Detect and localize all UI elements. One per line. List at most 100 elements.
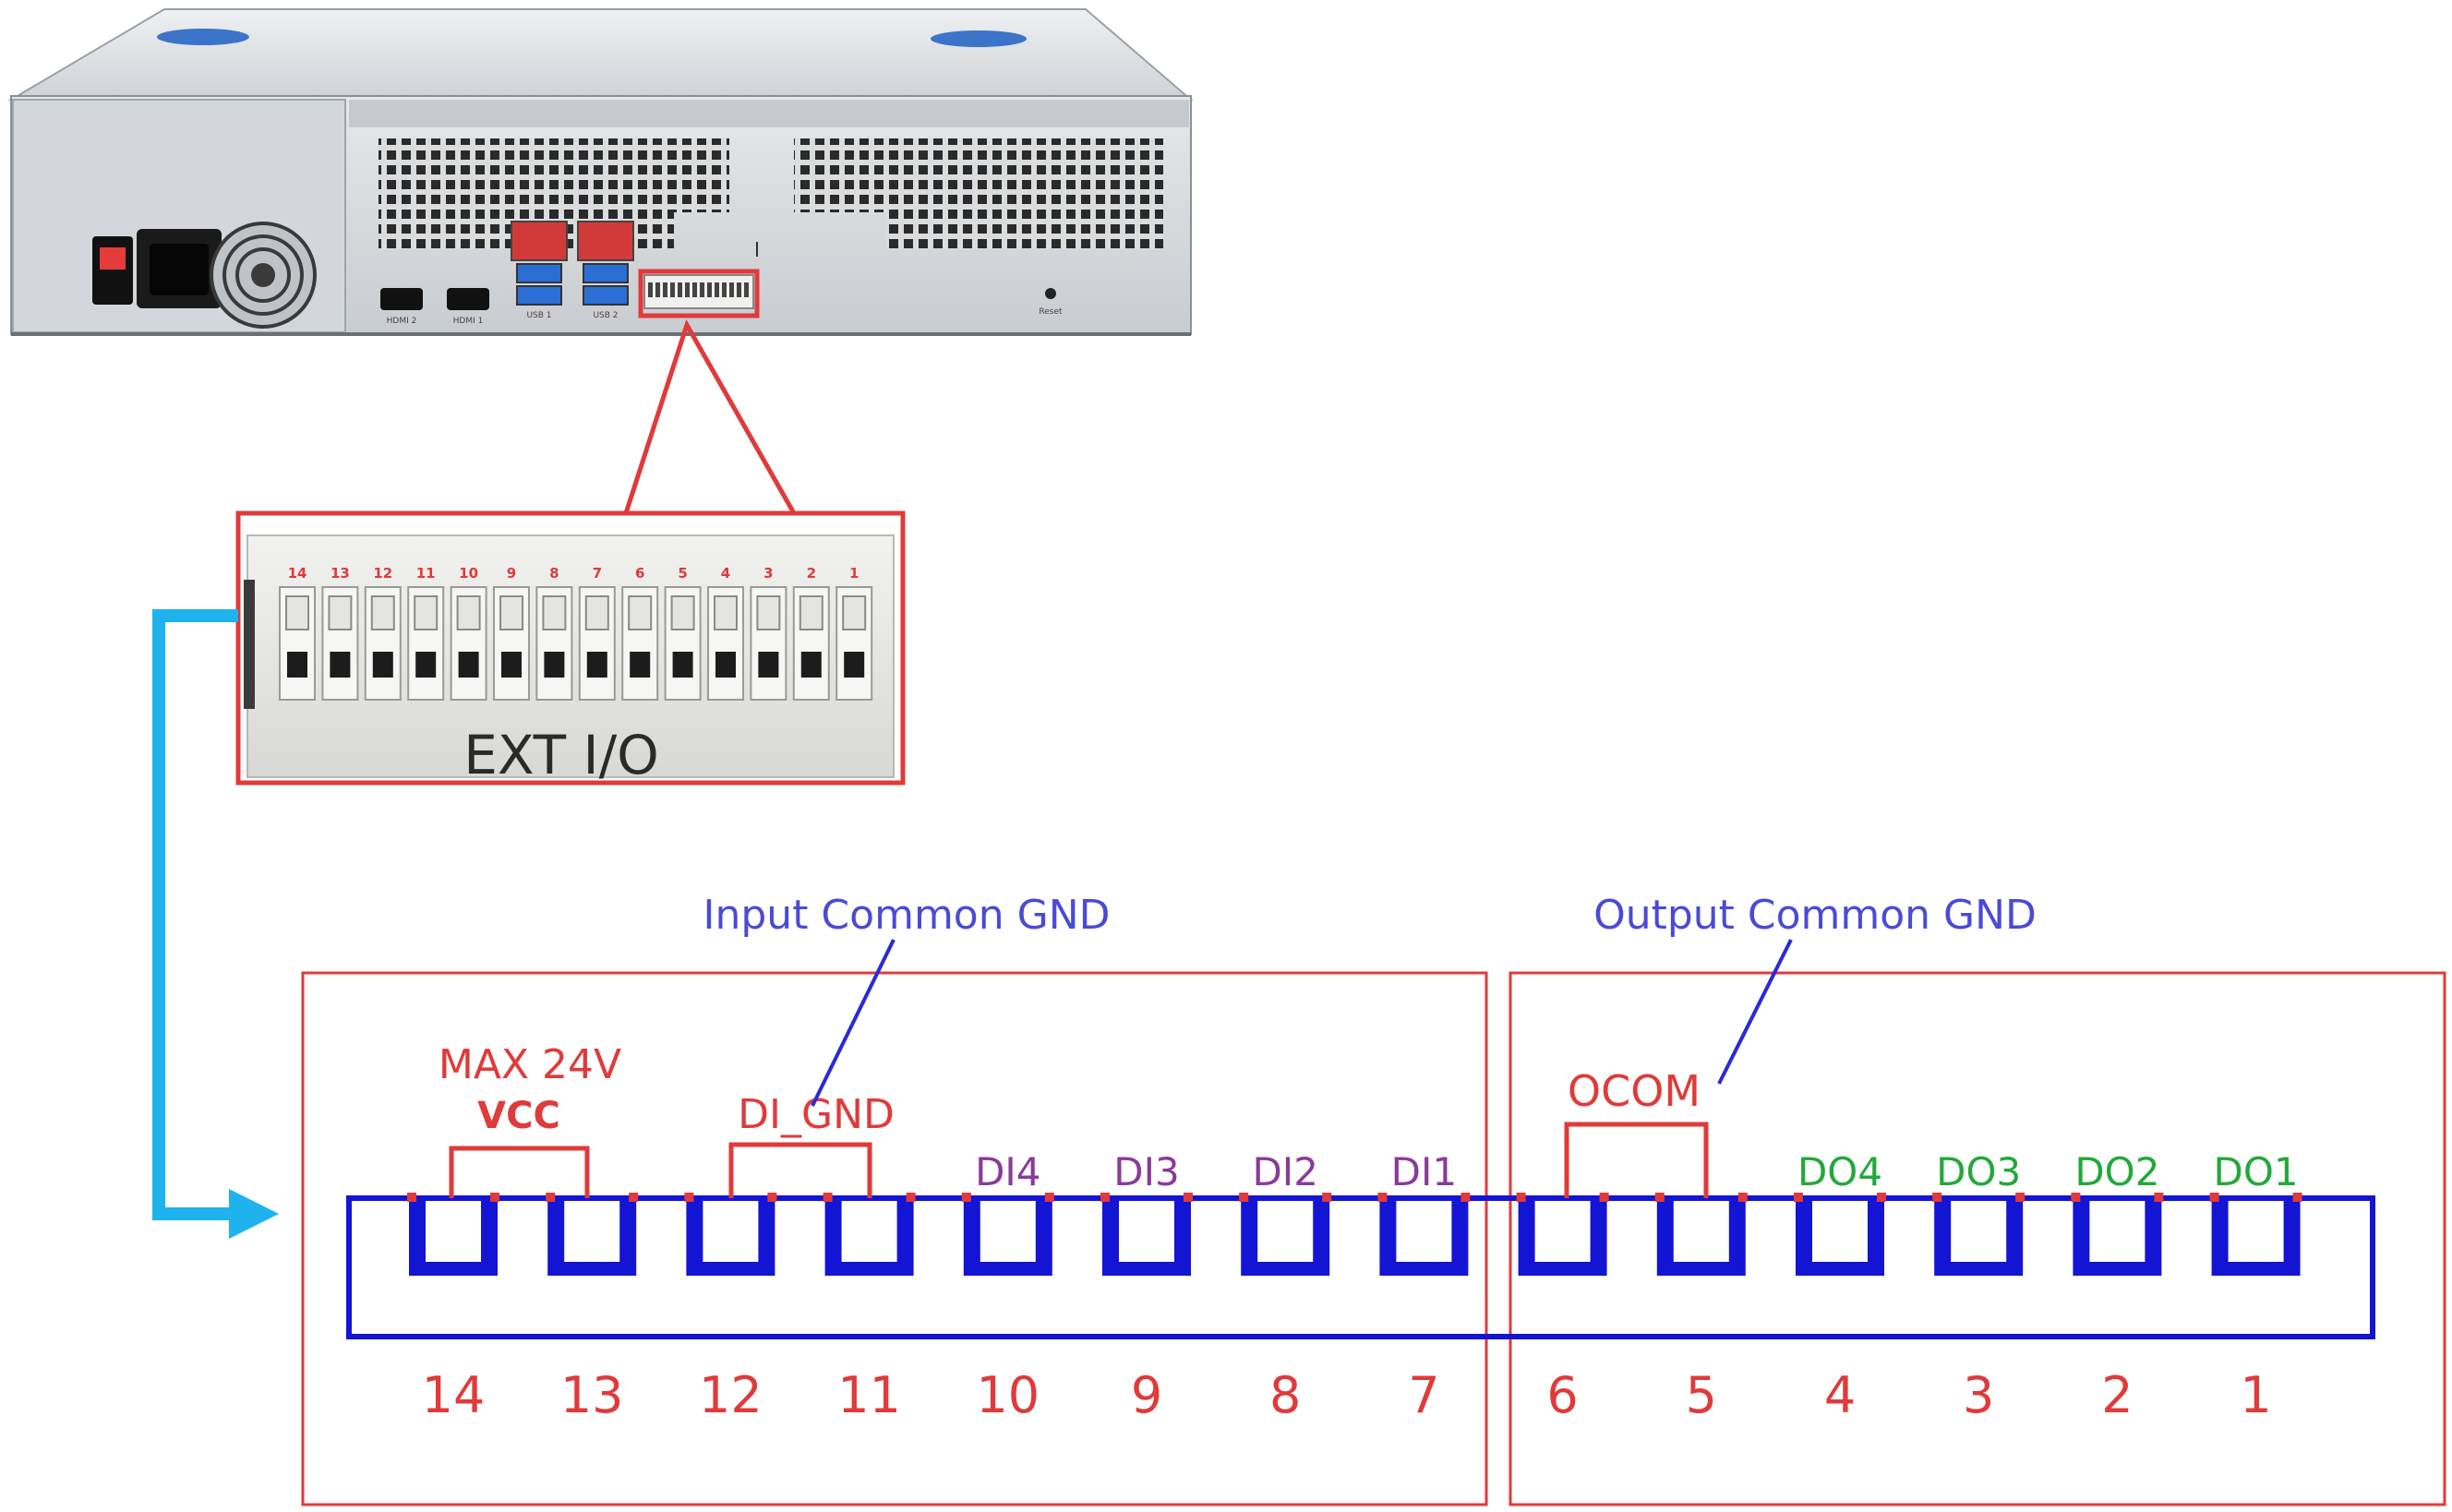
pin-function-label: DI2 xyxy=(1252,1149,1317,1194)
power-switch xyxy=(92,236,133,305)
output-group-frame xyxy=(1508,971,2446,1506)
vcc-bracket xyxy=(449,1146,590,1198)
hdmi-1-label: HDMI 1 xyxy=(453,317,484,326)
output-common-gnd-label: Output Common GND xyxy=(1593,892,2037,939)
lan-usb-stack-1 xyxy=(511,221,568,306)
contact-mark xyxy=(1322,1193,1332,1202)
pin-function-label: DO3 xyxy=(1936,1149,2021,1194)
input-common-gnd-label: Input Common GND xyxy=(703,892,1111,939)
zoom-pin-number: 11 xyxy=(416,565,436,582)
zoom-pin-number: 9 xyxy=(507,565,516,582)
hdmi-2-label: HDMI 2 xyxy=(387,317,417,326)
contact-mark xyxy=(629,1193,639,1202)
output-gnd-pointer xyxy=(1717,939,1793,1085)
pin-number: 3 xyxy=(1963,1366,1994,1424)
pin-number: 12 xyxy=(699,1366,763,1424)
contact-mark xyxy=(1516,1193,1526,1202)
contact-mark xyxy=(2292,1193,2302,1202)
contact-mark xyxy=(1932,1193,1942,1202)
ocom-bracket xyxy=(1564,1122,1709,1198)
zoomed-connector: 14 13 12 11 10 9 8 7 6 5 4 3 2 1 EXT I/O xyxy=(235,510,906,786)
contact-mark xyxy=(1737,1193,1748,1202)
contact-mark xyxy=(1460,1193,1471,1202)
contact-mark xyxy=(407,1193,416,1202)
contact-mark xyxy=(1794,1193,1803,1202)
usb-2-label: USB 2 xyxy=(593,311,618,320)
terminal-block-outline xyxy=(346,1195,2375,1339)
pin-function-label: DO2 xyxy=(2074,1149,2159,1194)
contact-mark xyxy=(684,1193,694,1202)
tiny-terminal-slot xyxy=(737,282,741,297)
tiny-terminal-slot xyxy=(648,282,653,297)
usb-1-label: USB 1 xyxy=(526,311,551,320)
tiny-terminal-slot xyxy=(715,282,719,297)
contact-mark xyxy=(2154,1193,2164,1202)
pin-number: 5 xyxy=(1686,1366,1717,1424)
vcc-limit-label: MAX 24V xyxy=(439,1041,621,1088)
contact-mark xyxy=(1654,1193,1665,1202)
contact-mark xyxy=(546,1193,556,1202)
zoom-pin-number: 14 xyxy=(288,565,307,582)
contact-mark xyxy=(1184,1193,1193,1202)
hdmi-port-2 xyxy=(380,288,423,310)
contact-mark xyxy=(2015,1193,2025,1202)
di-gnd-bracket xyxy=(728,1142,872,1198)
tiny-terminal-slot xyxy=(678,282,682,297)
zoom-pin-number: 10 xyxy=(459,565,478,582)
tiny-terminal-slot xyxy=(729,282,734,297)
fan-icon xyxy=(210,222,317,329)
pin-number: 9 xyxy=(1131,1366,1162,1424)
pin-number: 10 xyxy=(976,1366,1040,1424)
pin-number: 8 xyxy=(1269,1366,1301,1424)
vcc-label: VCC xyxy=(477,1095,560,1137)
ext-io-connector-small xyxy=(643,274,754,309)
contact-mark xyxy=(961,1193,971,1202)
pin-function-label: DI4 xyxy=(975,1149,1040,1194)
contact-mark xyxy=(1377,1193,1388,1202)
zoom-pin-number: 8 xyxy=(549,565,559,582)
input-group-frame xyxy=(301,971,1488,1506)
pin-number: 7 xyxy=(1408,1366,1439,1424)
pin-number: 14 xyxy=(422,1366,486,1424)
zoom-pin-number: 13 xyxy=(331,565,350,582)
zoom-pin-number: 12 xyxy=(373,565,392,582)
pin-number: 13 xyxy=(560,1366,624,1424)
input-gnd-pointer xyxy=(811,939,895,1107)
pin-number: 1 xyxy=(2240,1366,2271,1424)
tiny-terminal-slot xyxy=(663,282,667,297)
pin-number: 6 xyxy=(1546,1366,1578,1424)
zoom-pin-number: 3 xyxy=(763,565,773,582)
tiny-terminal-slot xyxy=(670,282,675,297)
pin-function-label: DI3 xyxy=(1113,1149,1179,1194)
ext-io-highlight xyxy=(638,269,760,318)
pin-function-label: DO4 xyxy=(1797,1149,1882,1194)
zoom-pin-number: 5 xyxy=(678,565,687,582)
tiny-terminal-slot xyxy=(744,282,749,297)
contact-mark xyxy=(490,1193,499,1202)
tiny-terminal-slot xyxy=(722,282,727,297)
tiny-terminal-slot xyxy=(707,282,712,297)
tiny-terminal-slot xyxy=(700,282,704,297)
zoom-callout-lines xyxy=(623,318,797,515)
reset-label: Reset xyxy=(1039,307,1063,317)
pin-number: 4 xyxy=(1824,1366,1856,1424)
pin-function-label: DI1 xyxy=(1391,1149,1457,1194)
hdmi-port-1 xyxy=(447,288,489,310)
lan-usb-stack-2 xyxy=(577,221,634,306)
contact-mark xyxy=(906,1193,916,1202)
contact-mark xyxy=(2071,1193,2081,1202)
tiny-terminal-slot xyxy=(692,282,697,297)
zoom-pin-number: 2 xyxy=(807,565,816,582)
tiny-terminal-slot xyxy=(685,282,690,297)
tiny-terminal-slot xyxy=(655,282,660,297)
zoom-pin-number: 6 xyxy=(635,565,644,582)
contact-mark xyxy=(767,1193,777,1202)
zoom-pin-number: 1 xyxy=(849,565,859,582)
pin-function-label: DO1 xyxy=(2214,1149,2299,1194)
contact-mark xyxy=(1877,1193,1886,1202)
connector-title: EXT I/O xyxy=(463,724,659,786)
zoom-pin-number: 7 xyxy=(593,565,602,582)
pin-number: 11 xyxy=(837,1366,901,1424)
zoom-pin-number: 4 xyxy=(721,565,730,582)
contact-mark xyxy=(1599,1193,1609,1202)
